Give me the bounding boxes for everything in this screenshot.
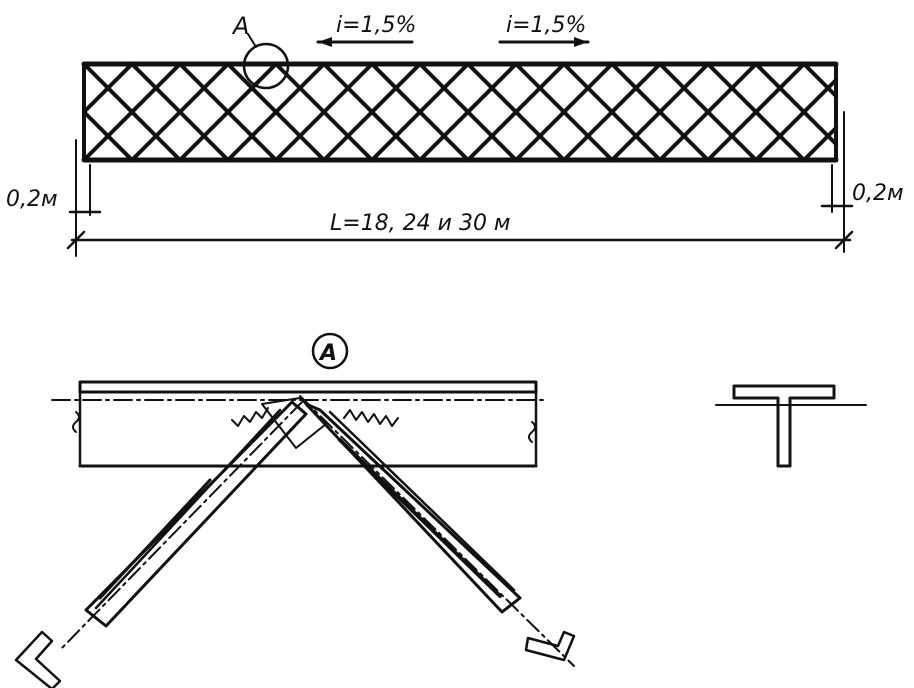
slope-arrow-right-head (574, 37, 588, 47)
right-weld-seam (343, 409, 399, 427)
node-gusset (261, 397, 327, 449)
truss-elevation: А i=1,5% i=1,5% 0,2м 0,2м L=18, 24 и 30 … (6, 12, 904, 257)
left-diagonal-axis (59, 401, 303, 651)
slope-label-right: i=1,5% (506, 13, 586, 38)
lattice-web (82, 62, 838, 162)
span-tick-right (834, 230, 854, 250)
chord-flange (78, 380, 538, 394)
slope-label-left: i=1,5% (336, 13, 416, 38)
break-mark-left (72, 411, 80, 433)
detail-a-leader (247, 33, 257, 48)
detail-title: А (318, 341, 337, 366)
span-label: L=18, 24 и 30 м (330, 211, 511, 236)
left-angle-section (14, 630, 62, 688)
detail-a-view: А (14, 332, 867, 688)
detail-a-callout-circle (242, 42, 290, 90)
support-label-left: 0,2м (6, 187, 58, 212)
left-weld-seam (231, 407, 269, 427)
detail-a-marker: А (231, 12, 249, 40)
tee-section (715, 384, 867, 468)
break-mark-right (528, 421, 536, 443)
detail-title-circle (311, 332, 349, 370)
right-angle-section (524, 630, 576, 662)
slope-arrow-left-head (318, 37, 332, 47)
support-label-right: 0,2м (852, 181, 904, 206)
right-diagonal-member (299, 395, 575, 667)
left-diagonal-member (59, 400, 308, 651)
span-tick-left (66, 230, 86, 250)
right-diagonal-axis (299, 395, 575, 667)
